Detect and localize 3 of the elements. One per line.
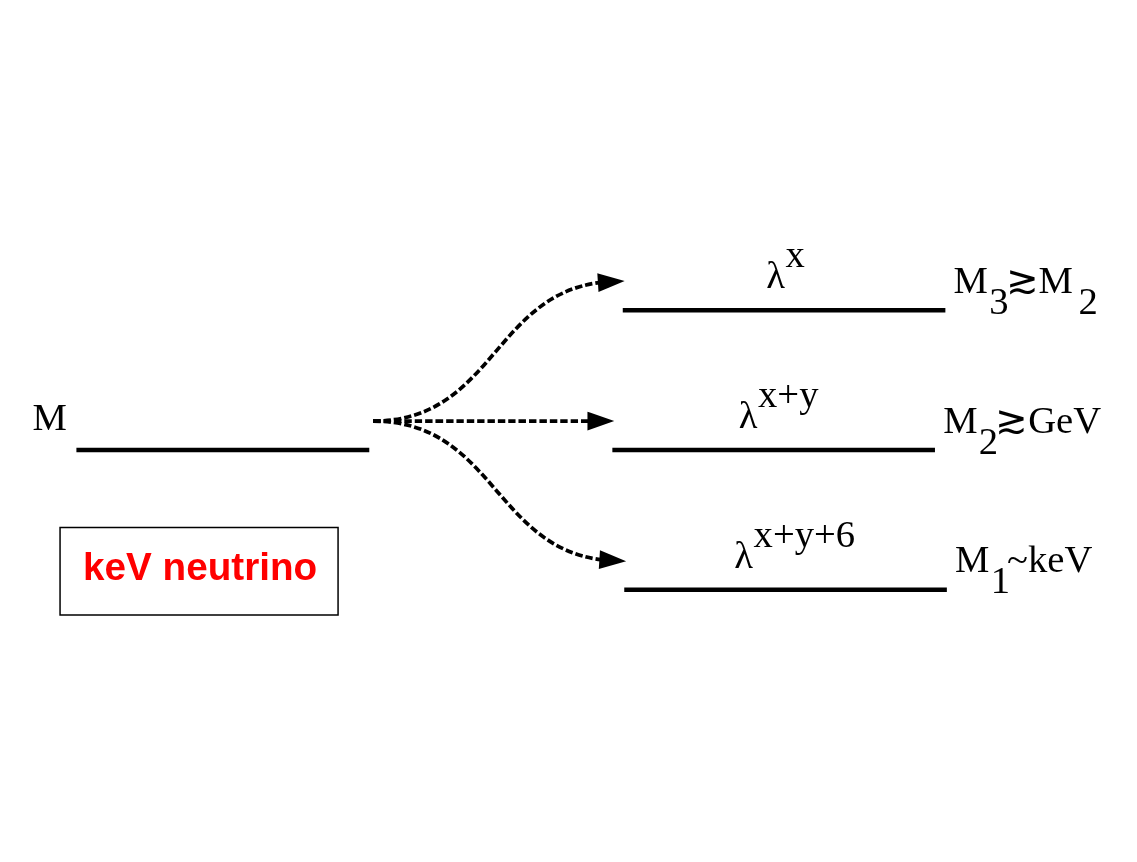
node-text: M	[32, 395, 67, 438]
node-box: keV neutrino	[59, 526, 339, 616]
arrow	[372, 418, 627, 569]
